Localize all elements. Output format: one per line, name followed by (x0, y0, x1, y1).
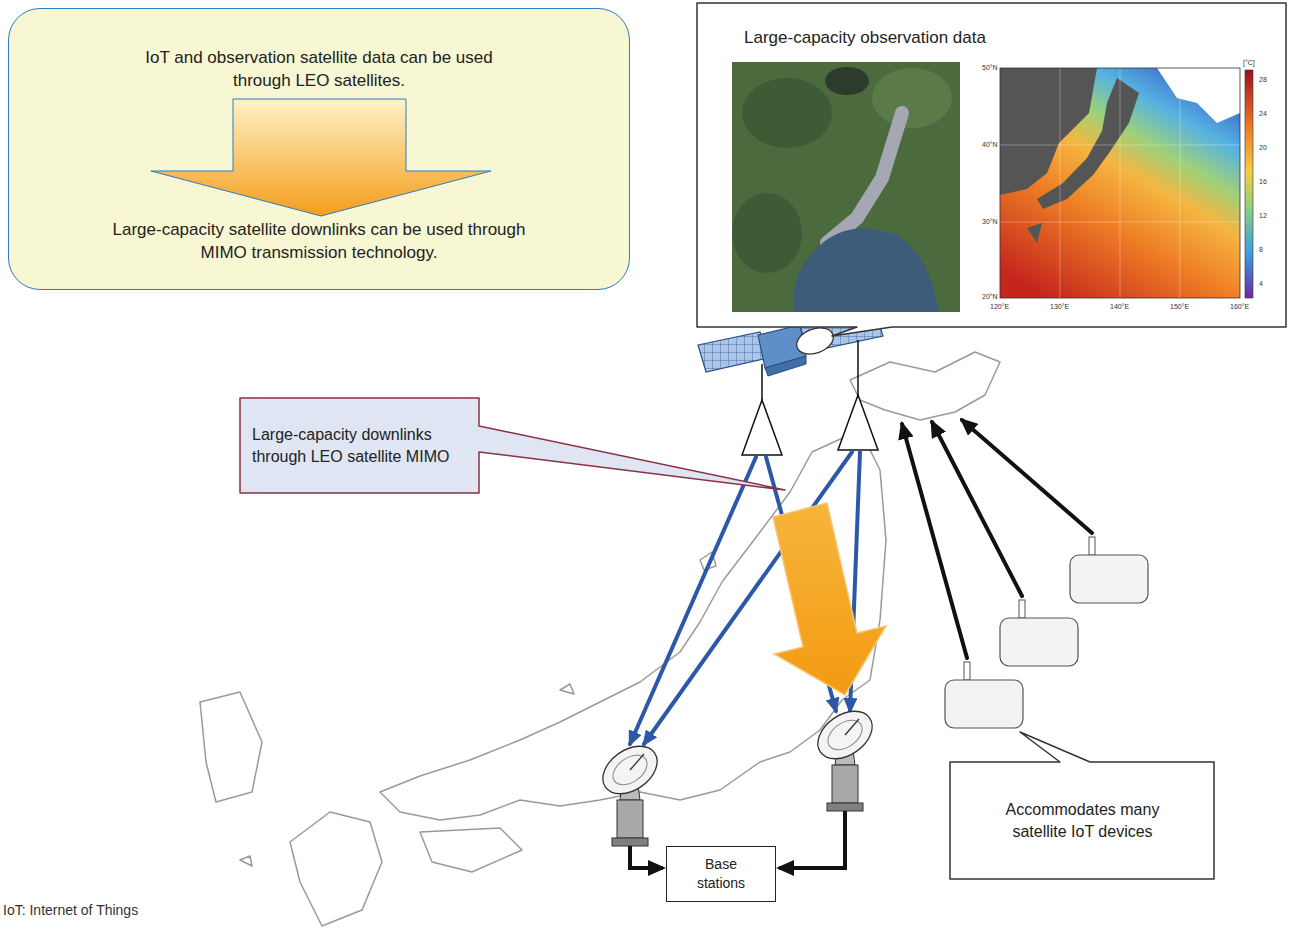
dish-pedestal (832, 765, 858, 803)
photo-mountain (825, 67, 869, 95)
callout-shape (697, 3, 1286, 336)
dish-reflector (809, 701, 881, 768)
uplink-arrow (932, 422, 1022, 596)
node-body-text: Large-capacity satellite downlinks can b… (94, 219, 544, 265)
map-axis-label: 120°E (990, 303, 1009, 311)
grid-line (1060, 68, 1061, 298)
uplink-arrow (962, 420, 1092, 533)
node-text: IoT and observation satellite data can b… (134, 47, 504, 93)
dish-base (827, 803, 863, 811)
iot-callout: Accommodates many satellite IoT devices (950, 762, 1215, 880)
uplink-arrow (902, 424, 967, 658)
map-axis-label: 16 (1259, 178, 1267, 186)
map-axis-label: 150°E (1170, 303, 1189, 311)
down-arrow-shape (151, 99, 491, 216)
node-text: Accommodates many satellite IoT devices (990, 799, 1175, 842)
iot-devices (945, 537, 1148, 728)
satellite-body-side (765, 356, 806, 376)
photo-urban-area (827, 113, 902, 243)
antenna-mast (857, 340, 859, 395)
shikoku-outline (420, 828, 522, 872)
device-antenna (964, 662, 970, 680)
map-axis-label: 24 (1259, 110, 1267, 118)
callout-shape (240, 398, 785, 493)
ground-link (630, 846, 663, 868)
hokkaido-outline (850, 352, 1000, 420)
iot-device (1000, 618, 1078, 666)
downlink-callout: Large-capacity downlinks through LEO sat… (240, 398, 480, 494)
iot-uplinks (902, 420, 1092, 658)
dish-pedestal (617, 800, 643, 838)
korea-outline (200, 692, 262, 802)
observation-callout: Large-capacity observation data (697, 3, 1287, 328)
ground-dish (809, 701, 881, 811)
callout-outline (240, 398, 480, 494)
map-axis-label: 8 (1259, 246, 1263, 254)
map-axis-label: 160°E (1230, 303, 1249, 311)
kyushu-outline (290, 812, 382, 926)
antenna-symbol (838, 395, 878, 450)
dish-ring (608, 749, 653, 790)
color-bar (1245, 70, 1253, 298)
summary-panel: IoT and observation satellite data can b… (8, 8, 630, 290)
ground-link (779, 811, 845, 868)
island-outline (560, 684, 574, 694)
sst-grid (1000, 68, 1240, 298)
base-station-box: Base stations (666, 846, 776, 902)
map-axis-label: 130°E (1050, 303, 1069, 311)
dish-ring (823, 714, 868, 755)
map-axis-label: 12 (1259, 212, 1267, 220)
sst-sea (1000, 68, 1240, 298)
observation-images (697, 3, 1287, 328)
map-axis-label: 20 (1259, 144, 1267, 152)
photo-ground (732, 62, 960, 312)
callout-shape (950, 732, 1214, 879)
antenna-symbol (742, 400, 782, 455)
map-axis-label: 20°N (982, 293, 998, 301)
island-outline (240, 856, 252, 866)
photo-forest (732, 193, 802, 273)
antenna-mast (761, 364, 763, 400)
callout-outline (950, 762, 1215, 880)
sst-frame (1000, 68, 1240, 298)
map-axis-label: 4 (1259, 280, 1263, 288)
japan-map (200, 352, 1000, 926)
node-text: Large-capacity observation data (715, 27, 1015, 50)
dish-reflector (594, 736, 666, 803)
grid-line (1180, 68, 1181, 298)
solar-panel (698, 332, 768, 372)
sst-land (1027, 223, 1042, 243)
iot-device (1070, 555, 1148, 603)
dish-base (612, 838, 648, 846)
capacity-arrow (773, 503, 886, 695)
map-axis-label: 30°N (982, 218, 998, 226)
ground-dish (594, 736, 666, 846)
node-text: Large-capacity downlinks through LEO sat… (252, 424, 468, 467)
device-antenna (1019, 600, 1025, 618)
map-axis-label: [°C] (1243, 59, 1255, 67)
sst-land (1037, 78, 1139, 209)
map-axis-label: 50°N (982, 64, 998, 72)
abbreviation-note: IoT: Internet of Things (3, 903, 138, 918)
photo-bay (794, 228, 939, 312)
dish-feed (845, 719, 859, 735)
node-text: Base stations (690, 855, 752, 893)
map-axis-label: 40°N (982, 141, 998, 149)
device-antenna (1089, 537, 1095, 555)
iot-device (945, 680, 1023, 728)
grid-line (1120, 68, 1121, 298)
photo-forest (872, 68, 952, 128)
photo-forest (742, 78, 832, 148)
dish-feed (630, 754, 644, 770)
map-axis-label: 28 (1259, 76, 1267, 84)
map-axis-label: 140°E (1110, 303, 1129, 311)
mimo-arrow (630, 457, 756, 744)
satellite-dish (793, 323, 837, 359)
sst-no-data (1157, 68, 1240, 123)
